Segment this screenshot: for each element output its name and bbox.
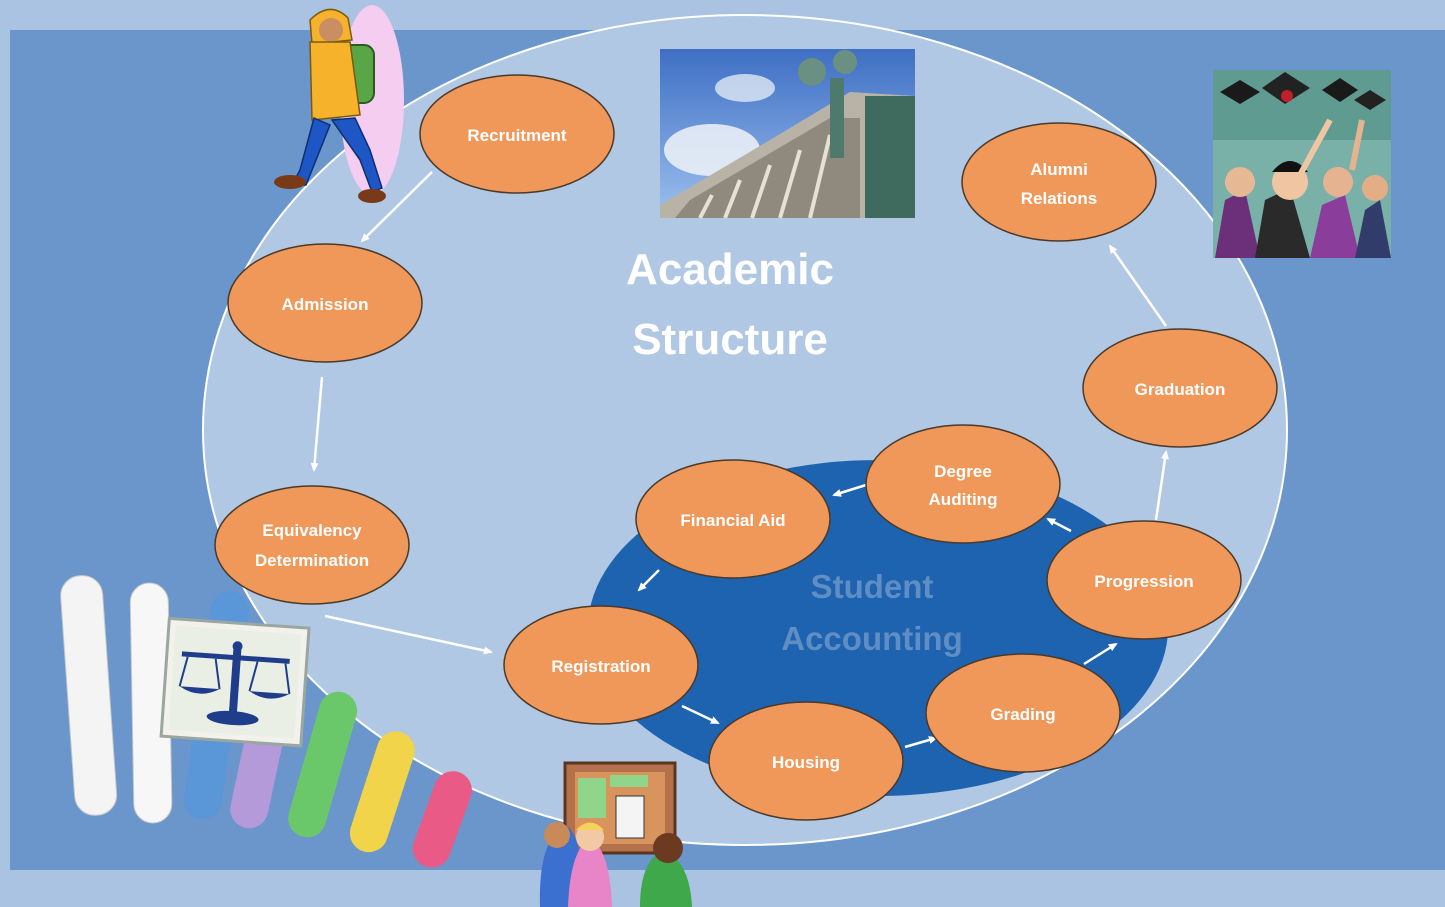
graduation-celebration-illustration [1213,70,1391,258]
flow-arrows [310,171,1169,749]
node-admission: Admission [227,243,423,363]
arrow-equivalency-registration [324,614,493,655]
node-recruitment: Recruitment [419,74,615,194]
node-label: Admission [282,295,369,314]
arrow-registration-housing [681,704,720,725]
bottom-band [0,870,1445,907]
node-progression: Progression [1046,520,1242,640]
node-label-line-1: Equivalency [262,521,362,540]
main-title-line-1: Academic [626,245,834,294]
arrow-grading-progression [1083,642,1118,666]
node-label-line-1: Alumni [1030,160,1088,179]
arrow-financial-aid-registration [637,569,660,592]
node-label: Financial Aid [680,511,785,530]
node-graduation: Graduation [1082,328,1278,448]
node-label-line-2: Determination [255,551,369,570]
library-building-photo [660,49,915,219]
inner-title-line-2: Accounting [781,620,962,657]
node-grading: Grading [925,653,1121,773]
node-financial-aid: Financial Aid [635,459,831,579]
node-housing: Housing [708,701,904,821]
node-label-line-1: Degree [934,462,992,481]
node-label-line-2: Relations [1021,189,1098,208]
student-with-backpack-illustration [274,5,404,203]
students-at-bulletin-board-illustration [539,761,692,907]
node-label: Progression [1094,572,1193,591]
node-label: Housing [772,753,840,772]
arrow-admission-equivalency [310,376,324,472]
arrow-progression-graduation [1154,450,1169,521]
node-label: Recruitment [467,126,567,145]
arrow-recruitment-admission [360,171,433,243]
node-alumni-relations: Alumni Relations [961,122,1157,242]
scales-of-justice-icon [159,616,311,748]
node-label: Grading [990,705,1055,724]
arrow-progression-degree-auditing [1046,517,1072,533]
node-label: Registration [551,657,650,676]
node-degree-auditing: Degree Auditing [865,424,1061,544]
node-label: Graduation [1135,380,1226,399]
node-label-line-2: Auditing [929,490,998,509]
node-registration: Registration [503,605,699,725]
node-equivalency-determination: Equivalency Determination [214,485,410,605]
main-title-line-2: Structure [632,315,828,364]
inner-title-line-1: Student [811,568,934,605]
arrow-degree-auditing-financial-aid [832,483,867,497]
arrow-graduation-alumni [1108,244,1168,327]
arrow-housing-grading [904,736,938,749]
